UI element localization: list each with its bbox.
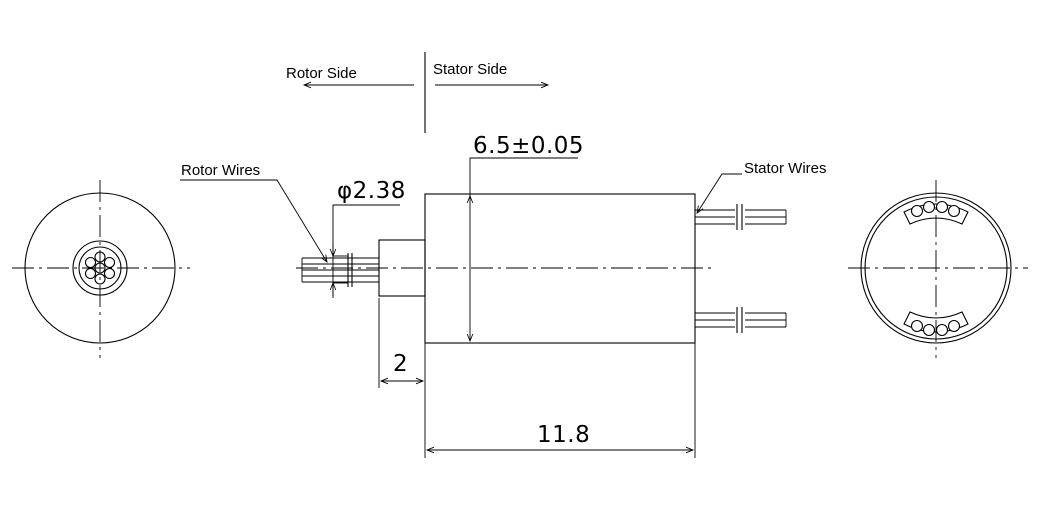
stator-side-label: Stator Side bbox=[433, 61, 507, 78]
rotor-wires bbox=[301, 253, 379, 287]
stator-wires-label: Stator Wires bbox=[744, 160, 827, 177]
shaft-diameter-dimension: φ2.38 bbox=[329, 178, 406, 298]
stator-body bbox=[424, 193, 696, 344]
stator-end-view bbox=[848, 180, 1028, 358]
stator-wire-slot-top bbox=[903, 200, 969, 225]
rotor-side-label: Rotor Side bbox=[286, 65, 357, 82]
shaft-length-value: 2 bbox=[393, 351, 408, 377]
stator-wire-slot-bottom bbox=[903, 311, 969, 337]
body-diameter-dimension: 6.5±0.05 bbox=[466, 133, 584, 343]
side-view bbox=[296, 193, 787, 344]
rotor-end-view bbox=[12, 180, 190, 358]
body-length-dimension: 11.8 bbox=[425, 343, 696, 458]
stator-wires-leader bbox=[696, 173, 742, 214]
stator-wires-top bbox=[695, 204, 787, 230]
side-indicator: Rotor Side Stator Side bbox=[286, 52, 550, 133]
body-length-value: 11.8 bbox=[537, 422, 590, 448]
rotor-wires-label: Rotor Wires bbox=[181, 162, 260, 179]
rotor-wires-leader bbox=[180, 179, 328, 263]
stator-wires-bottom bbox=[695, 307, 787, 333]
body-diameter-value: 6.5±0.05 bbox=[473, 133, 584, 159]
shaft-diameter-value: φ2.38 bbox=[337, 178, 406, 204]
shaft-diameter-leader bbox=[332, 204, 400, 298]
body-diameter-leader bbox=[469, 157, 578, 196]
wire-leaders: Rotor Wires Stator Wires bbox=[180, 160, 827, 263]
shaft-length-dimension: 2 bbox=[378, 298, 426, 458]
